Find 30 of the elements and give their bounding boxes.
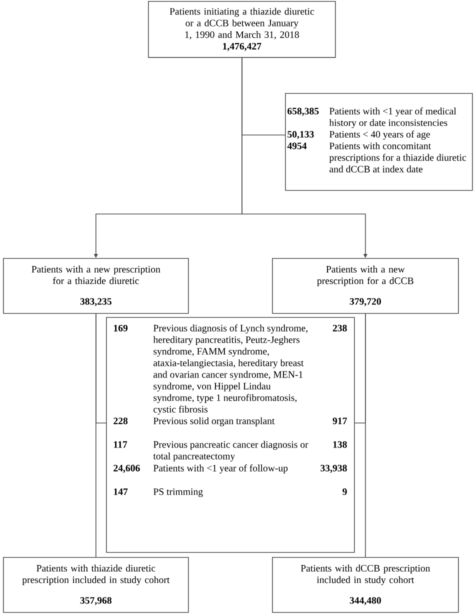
exclusion-box (106, 317, 355, 553)
count: 228 (114, 418, 128, 424)
criterion-text: Previous pancreatic cancer diagnosis or total pancreatectomy (153, 440, 308, 462)
connector (365, 313, 366, 558)
exclusion-box (285, 93, 473, 191)
count: 658,385 (288, 108, 319, 116)
flow-box: Patients with thiazide diuretic prescription included in study cohort 357,968 (3, 557, 189, 613)
count: 9 (342, 488, 347, 496)
criterion-text: Patients < 40 years of age (329, 130, 430, 140)
count: 147 (114, 488, 128, 495)
criterion-text: PS trimming (153, 488, 203, 498)
criterion-text: Patients with <1 year of medical history or date inconsistencies (329, 107, 456, 128)
count: 24,606 (114, 464, 140, 473)
count: 917 (332, 418, 347, 424)
count: 4954 (287, 142, 307, 150)
count: 238 (332, 324, 347, 332)
count: 169 (114, 324, 128, 332)
flow-box: Patients initiating a thiazide diuretic or a dCCB between January 1, 1990 and March 31, 2018 1,476,427 (148, 1, 336, 58)
flow-box: Patients with dCCB prescription included in study cohort 344,480 (272, 557, 459, 613)
criterion-text: Previous diagnosis of Lynch syndrome, hereditary pancreatitis, Peutz-Jeghers syndrome, FAMM syndrome, ataxia-telangiectasia, hereditary breast and ovarian cancer syndrome, MEN-1 syndrome, von Hippel Lindau syndrome, type 1 neurofibromatosis, cystic fibrosis (153, 324, 308, 415)
count: 50,133 (288, 131, 314, 140)
criterion-text: Patients with <1 year of follow-up (153, 464, 288, 474)
count: 117 (114, 441, 128, 448)
flow-box: Patients with a new prescription for a thiazide diuretic 383,235 (3, 258, 189, 314)
connector (242, 57, 368, 258)
criterion-text: Patients with concomitant prescriptions for a thiazide diuretic and dCCB at index date (329, 142, 466, 172)
count: 138 (333, 441, 347, 448)
criterion-text: Previous solid organ transplant (153, 417, 275, 426)
count: 33,938 (320, 464, 347, 473)
flow-box: Patients with a new prescription for a dCCB 379,720 (272, 258, 459, 314)
